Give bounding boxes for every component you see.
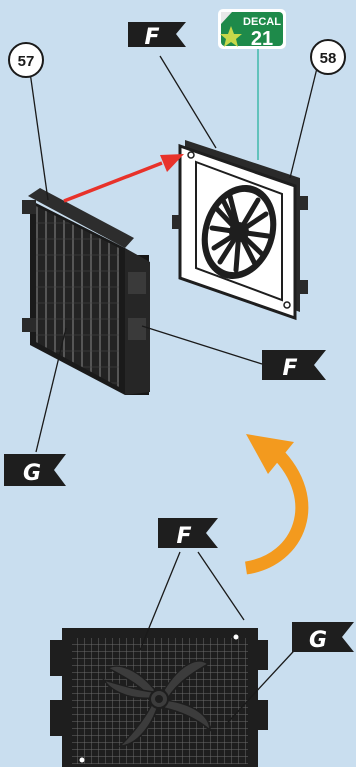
assembly-arrow-icon <box>64 154 184 201</box>
callout-58: 58 <box>311 40 345 74</box>
fan-shroud-part-58 <box>172 140 308 318</box>
flag-f-top-label: F <box>144 25 159 50</box>
assembled-radiator <box>50 628 268 767</box>
rotate-arrow-icon <box>246 434 302 568</box>
radiator-part-57 <box>22 188 150 395</box>
flag-f-middle-label: F <box>282 356 297 381</box>
flag-f-middle: F <box>262 350 326 381</box>
decal-label: DECAL <box>243 16 281 28</box>
flag-g-left-label: G <box>23 461 41 486</box>
flag-g-bottom-label: G <box>309 628 327 653</box>
callout-57: 57 <box>9 43 43 77</box>
flag-f-top: F <box>128 22 186 50</box>
flag-g-left: G <box>4 454 66 486</box>
decal-number: 21 <box>251 28 273 50</box>
decal-badge: DECAL 21 <box>218 9 286 50</box>
callout-57-label: 57 <box>18 53 35 70</box>
flag-f-bottom-label: F <box>176 524 191 549</box>
flag-f-bottom: F <box>158 518 218 549</box>
flag-g-bottom: G <box>292 622 354 653</box>
callout-58-label: 58 <box>320 50 337 67</box>
